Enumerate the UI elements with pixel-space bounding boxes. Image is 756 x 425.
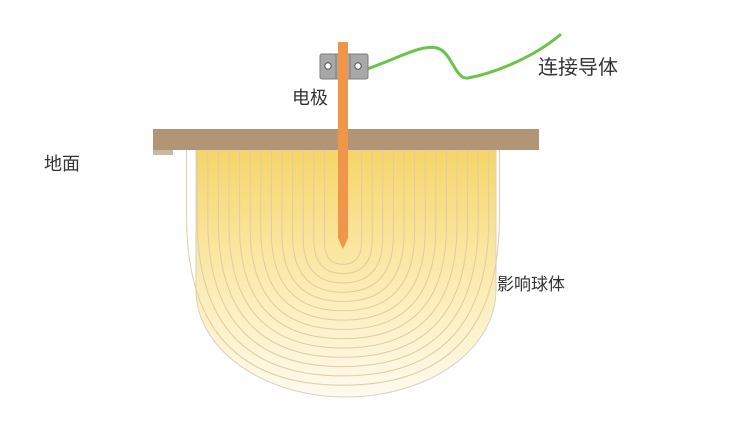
electrode-label: 电极 <box>292 88 328 109</box>
contour-line <box>302 150 384 284</box>
contour-line <box>239 150 447 340</box>
clamp-bolt-right <box>354 62 362 70</box>
clamp-bolt-left <box>324 62 332 70</box>
contour-line <box>260 150 426 321</box>
contour-line <box>186 150 500 386</box>
contour-lines <box>186 150 500 386</box>
contour-line <box>249 150 437 330</box>
contour-line <box>196 150 490 377</box>
electrode-rod <box>338 42 348 249</box>
contour-line <box>228 150 458 349</box>
clamp <box>319 52 369 81</box>
contour-line <box>207 150 479 368</box>
contour-line <box>313 150 373 275</box>
ground-ledge <box>153 150 173 155</box>
influence-sphere-label: 影响球体 <box>497 275 565 295</box>
contour-line <box>270 150 416 312</box>
ground-label: 地面 <box>44 154 80 175</box>
contour-line <box>217 150 469 358</box>
contour-line <box>292 150 394 293</box>
conductor-wire <box>362 33 562 80</box>
connecting-conductor-label: 连接导体 <box>538 55 618 79</box>
contour-line <box>281 150 405 303</box>
contour-line <box>323 150 363 265</box>
